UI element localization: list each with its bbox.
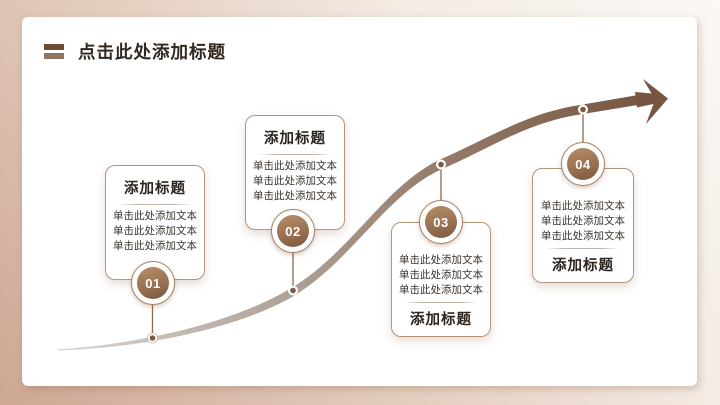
step-number: 01 — [145, 275, 161, 291]
step-card-4[interactable]: 单击此处添加文本 单击此处添加文本 单击此处添加文本 添加标题 — [532, 168, 634, 283]
title-marker-icon — [44, 44, 64, 59]
step-card-2[interactable]: 添加标题 单击此处添加文本 单击此处添加文本 单击此处添加文本 — [245, 115, 345, 230]
divider — [546, 248, 620, 249]
placeholder-text[interactable]: 单击此处添加文本 — [253, 160, 337, 172]
placeholder-text[interactable]: 单击此处添加文本 — [399, 269, 483, 281]
step-number-badge-4: 04 — [561, 142, 605, 186]
step-number: 02 — [285, 223, 301, 239]
divider — [258, 154, 332, 155]
step-number: 03 — [433, 214, 449, 230]
placeholder-text[interactable]: 单击此处添加文本 — [253, 175, 337, 187]
step-card-1[interactable]: 添加标题 单击此处添加文本 单击此处添加文本 单击此处添加文本 — [105, 165, 205, 280]
card-title[interactable]: 添加标题 — [410, 312, 472, 328]
divider — [118, 204, 192, 205]
card-body: 单击此处添加文本 单击此处添加文本 单击此处添加文本 — [399, 254, 483, 296]
step-number-badge-3: 03 — [419, 200, 463, 244]
slide-header: 点击此处添加标题 — [44, 39, 226, 64]
step-number-badge-2: 02 — [271, 209, 315, 253]
card-body: 单击此处添加文本 单击此处添加文本 单击此处添加文本 — [253, 160, 337, 202]
placeholder-text[interactable]: 单击此处添加文本 — [253, 190, 337, 202]
step-number-badge-1: 01 — [131, 261, 175, 305]
step-number: 04 — [575, 156, 591, 172]
placeholder-text[interactable]: 单击此处添加文本 — [113, 240, 197, 252]
placeholder-text[interactable]: 单击此处添加文本 — [541, 215, 625, 227]
placeholder-text[interactable]: 单击此处添加文本 — [399, 254, 483, 266]
card-title[interactable]: 添加标题 — [124, 181, 186, 197]
page-title[interactable]: 点击此处添加标题 — [78, 42, 226, 62]
placeholder-text[interactable]: 单击此处添加文本 — [541, 200, 625, 212]
placeholder-text[interactable]: 单击此处添加文本 — [541, 230, 625, 242]
card-title[interactable]: 添加标题 — [552, 258, 614, 274]
divider — [404, 302, 478, 303]
arrow-head-icon — [635, 79, 668, 124]
curve-node-dots — [147, 104, 588, 344]
card-body: 单击此处添加文本 单击此处添加文本 单击此处添加文本 — [541, 200, 625, 242]
placeholder-text[interactable]: 单击此处添加文本 — [399, 284, 483, 296]
card-body: 单击此处添加文本 单击此处添加文本 单击此处添加文本 — [113, 210, 197, 252]
placeholder-text[interactable]: 单击此处添加文本 — [113, 210, 197, 222]
placeholder-text[interactable]: 单击此处添加文本 — [113, 225, 197, 237]
card-title[interactable]: 添加标题 — [264, 131, 326, 147]
